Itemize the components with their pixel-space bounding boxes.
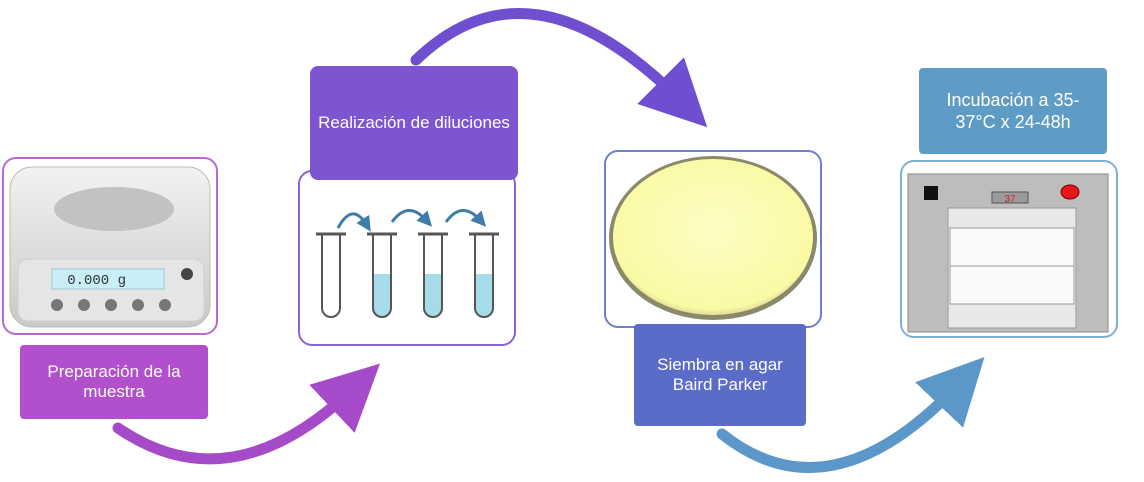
incubator-icon: 37 xyxy=(907,173,1109,333)
scale-display-value: 0.000 g xyxy=(67,273,126,289)
arrow-step3-to-step4 xyxy=(716,357,985,473)
incubator-frame: 37 xyxy=(900,160,1118,338)
scale-frame: 0.000 g xyxy=(2,157,218,335)
step-diluciones-label: Realización de diluciones xyxy=(310,66,518,180)
dilutions-frame xyxy=(298,170,516,346)
arrow-step1-to-step2 xyxy=(112,363,381,465)
step-siembra-label: Siembra en agar Baird Parker xyxy=(634,324,806,426)
scale-icon: 0.000 g xyxy=(9,166,211,328)
arrow-step2-to-step3 xyxy=(410,7,708,128)
petri-dish-icon xyxy=(609,156,817,320)
step-incubacion-label: Incubación a 35-37°C x 24-48h xyxy=(919,68,1107,154)
incubator-temperature-display: 37 xyxy=(1004,194,1016,205)
step-preparacion-label: Preparación de la muestra xyxy=(20,345,208,419)
test-tubes-icon xyxy=(316,209,499,318)
petri-frame xyxy=(604,150,822,328)
